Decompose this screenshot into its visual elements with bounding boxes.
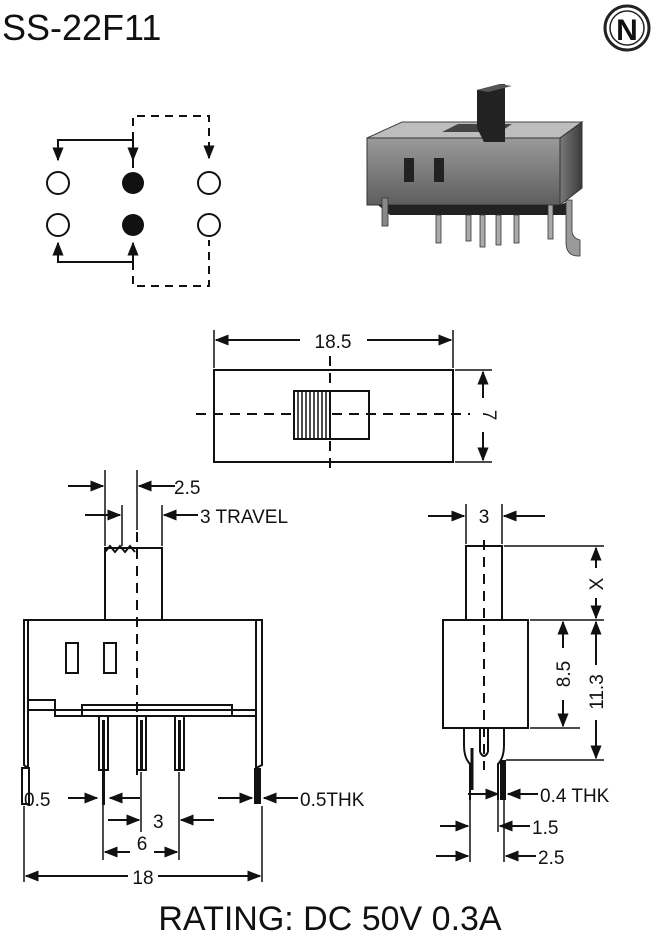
side-view: 3 X 8.5 11.3 0.4 THK 1.5 2.5 xyxy=(428,504,610,869)
actuator-knurl xyxy=(104,544,136,554)
d-2-5-label: 2.5 xyxy=(538,848,564,869)
contact-right-top xyxy=(197,171,221,195)
page-title: SS-22F11 xyxy=(2,7,161,48)
width-18-label: 18 xyxy=(132,868,153,889)
front-body-outline xyxy=(27,619,257,711)
schematic-dashed-upper xyxy=(132,115,210,168)
top-view: 18.5 7 xyxy=(196,330,499,470)
logo-letter: N xyxy=(616,14,638,47)
schematic-solid-lower xyxy=(57,248,134,263)
contact-left-bottom xyxy=(46,213,70,237)
brand-logo: N xyxy=(603,4,651,52)
pitch-3-label: 3 xyxy=(153,812,164,833)
contact-middle-bottom xyxy=(122,214,144,236)
contact-middle-top xyxy=(122,172,144,194)
thk-0-4-label: 0.4 THK xyxy=(540,786,610,807)
rating-text: RATING: DC 50V 0.3A xyxy=(158,900,502,938)
dim-2-5-front: 2.5 xyxy=(174,478,200,499)
actuator-width-label: 3 xyxy=(479,507,490,528)
contact-left-top xyxy=(46,171,70,195)
h-11-3-label: 11.3 xyxy=(587,674,608,710)
top-view-outline xyxy=(213,369,454,463)
actuator-grip xyxy=(293,390,331,440)
contact-right-bottom xyxy=(197,213,221,237)
top-height-label: 7 xyxy=(478,410,499,421)
h-8-5-label: 8.5 xyxy=(554,661,575,687)
x-label: X xyxy=(587,577,608,590)
front-pins xyxy=(21,715,261,805)
top-width-label: 18.5 xyxy=(315,332,352,353)
side-body-outline xyxy=(442,619,529,729)
d-1-5-label: 1.5 xyxy=(532,818,558,839)
pin-thk-label: 0.5THK xyxy=(300,790,365,811)
pin-width-label: 0.5 xyxy=(24,790,50,811)
contact-schematic xyxy=(46,115,221,287)
schematic-dashed-lower xyxy=(132,240,210,287)
schematic-solid-upper xyxy=(57,139,133,150)
travel-label: 3 TRAVEL xyxy=(200,507,288,528)
switch-3d-image xyxy=(366,84,584,257)
pitch-6-label: 6 xyxy=(137,834,148,855)
front-view: 2.5 3 TRAVEL 0.5 0.5THK 3 6 18 xyxy=(21,470,365,889)
